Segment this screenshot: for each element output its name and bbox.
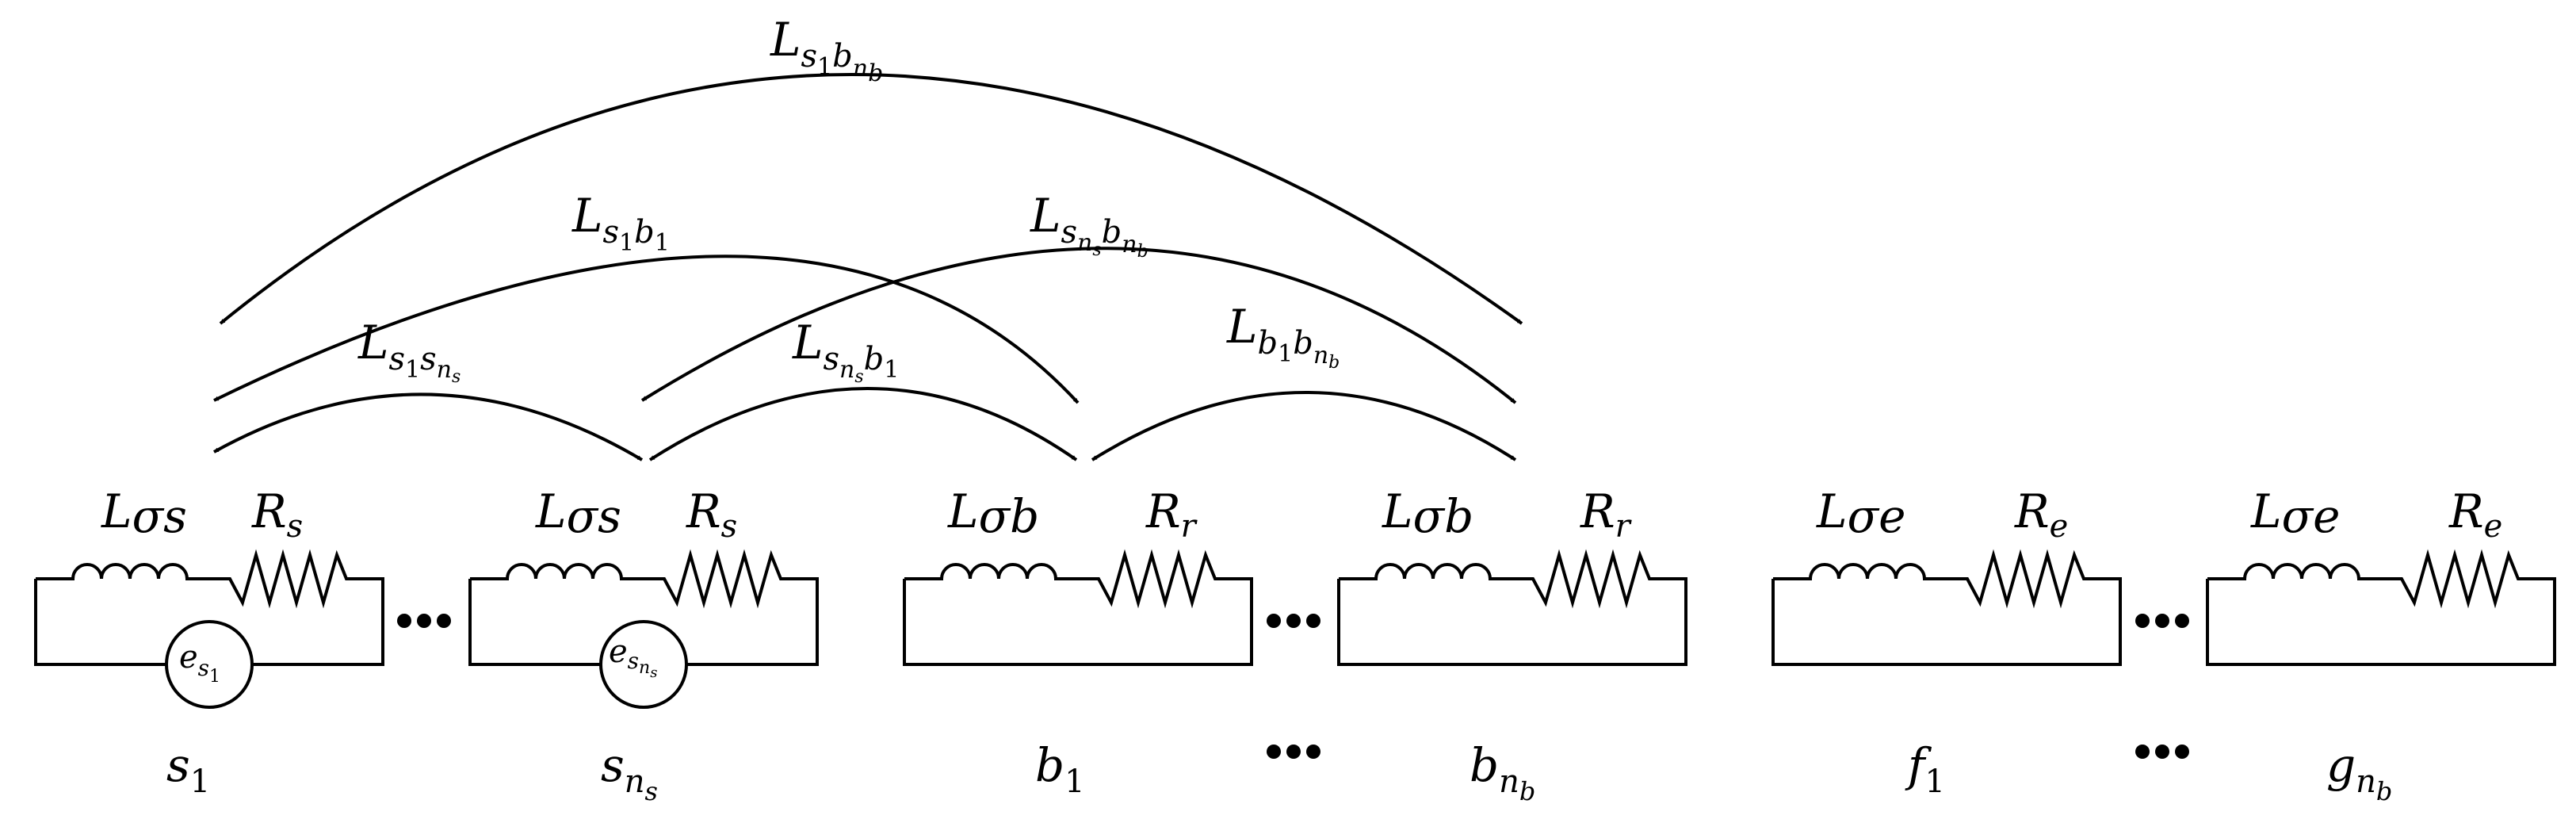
circuit-name: sns (601, 738, 658, 806)
arc-s1-sns (213, 392, 644, 461)
circuit-bnb: Lσb Rr bnb (1337, 484, 1687, 806)
source-label: es1 (179, 639, 220, 687)
label-L-b1-bnb: Lb1bnb (1226, 300, 1340, 373)
voltage-source-icon (165, 620, 254, 709)
inductor-label: Lσb (947, 484, 1039, 543)
label-L-s1-b1: Ls1b1 (571, 189, 670, 257)
ellipsis-icon (2135, 745, 2189, 759)
resistor-label: Rs (251, 484, 303, 545)
label-L-s1-bnb: Ls1bnb (770, 13, 883, 87)
circuit-f1: Lσe Re f1 (1771, 484, 2122, 800)
mutual-inductance-labels: Ls1bnb Ls1b1 Lsnsbnb Ls1sns Lsnsb1 Lb1bn… (357, 13, 1340, 387)
inductor-label: Lσe (1816, 484, 1905, 543)
circuit-sns: esns Lσs Rs sns (468, 484, 819, 806)
ellipsis-icon (397, 614, 451, 628)
label-L-sns-b1: Lsnsb1 (792, 316, 899, 387)
ellipsis-icon (2135, 614, 2189, 628)
source-label: esns (609, 634, 657, 681)
circuit-name: gnb (2326, 738, 2392, 806)
circuit-name: s1 (166, 738, 210, 800)
inductor-label: Lσs (535, 484, 621, 543)
ellipsis-icon (1267, 614, 1320, 628)
arc-b1-bnb (1091, 391, 1517, 461)
circuit-name: f1 (1905, 738, 1945, 800)
circuit-name: bnb (1470, 738, 1535, 806)
resistor-label: Rs (686, 484, 737, 545)
resistor-label: Re (2014, 484, 2068, 545)
inductor-label: Lσb (1382, 484, 1473, 543)
ellipsis-icon (1267, 745, 1320, 759)
mutual-inductance-arcs (213, 73, 1523, 461)
resistor-label: Re (2448, 484, 2502, 545)
resistor-label: Rr (1145, 484, 1198, 545)
voltage-source-icon (599, 620, 688, 709)
circuit-b1: Lσb Rr b1 (903, 484, 1253, 800)
label-L-sns-bnb: Lsnsbnb (1030, 189, 1148, 262)
circuit-name: b1 (1035, 738, 1085, 800)
inductor-label: Lσe (2250, 484, 2340, 543)
circuit-gnb: Lσe Re gnb (2206, 484, 2556, 806)
circuit-s1: es1 Lσs Rs s1 (34, 484, 384, 800)
resistor-label: Rr (1580, 484, 1633, 545)
arc-sns-b1 (648, 387, 1078, 461)
arc-s1-b1 (213, 255, 1080, 404)
label-L-s1-sns: Ls1sns (357, 316, 461, 387)
inductor-label: Lσs (101, 484, 187, 543)
arc-s1-bnb (219, 73, 1523, 325)
arc-sns-bnb (640, 247, 1517, 404)
